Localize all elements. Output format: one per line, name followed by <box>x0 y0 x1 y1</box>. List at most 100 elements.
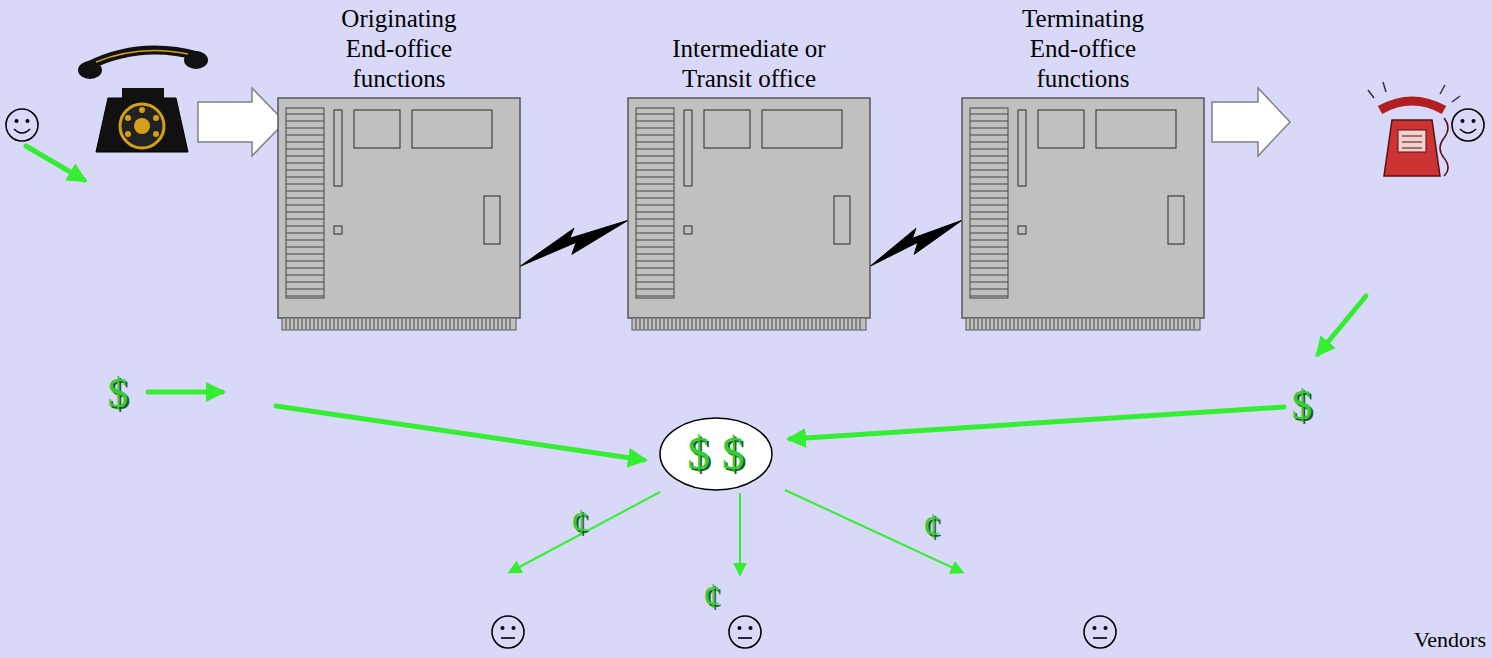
card-slot <box>286 240 324 241</box>
vent-slot <box>998 319 999 329</box>
vent-slot <box>374 319 375 329</box>
neutral-vendor-part <box>1093 637 1107 639</box>
vent-slot <box>418 319 419 329</box>
vent-slot <box>1062 319 1063 329</box>
switch-cabinet <box>962 98 1204 318</box>
card-slot <box>970 296 1008 297</box>
neutral-vendor <box>492 616 524 648</box>
vent-slot <box>648 319 649 329</box>
vent-slot <box>394 319 395 329</box>
vent-slots <box>970 319 1194 329</box>
card-slots <box>970 114 1008 296</box>
call-arrow <box>1212 88 1290 156</box>
vent-slot <box>362 319 363 329</box>
vent-slot <box>764 319 765 329</box>
vent-slot <box>788 319 789 329</box>
card-slot <box>286 142 324 143</box>
vent-slot <box>1186 319 1187 329</box>
card-slot <box>970 184 1008 185</box>
card-slot <box>636 149 674 150</box>
vent-slot <box>736 319 737 329</box>
vent-slot <box>506 319 507 329</box>
payment-arrow-part <box>148 390 222 395</box>
vent-slot <box>1158 319 1159 329</box>
happy-caller-part <box>15 119 19 123</box>
vent-slot <box>652 319 653 329</box>
vent-slot <box>310 319 311 329</box>
vent-slot <box>1146 319 1147 329</box>
card-slot <box>286 121 324 122</box>
happy-callee-part <box>1472 119 1476 123</box>
vent-slots <box>636 319 860 329</box>
panel <box>834 196 850 244</box>
vent-slot <box>744 319 745 329</box>
ringing-phone <box>1368 82 1460 176</box>
vent-slot <box>1150 319 1151 329</box>
vent-slot <box>676 319 677 329</box>
ringing-phone-part <box>1402 136 1422 148</box>
happy-caller-part <box>6 109 38 141</box>
panel <box>704 110 750 148</box>
card-slot <box>970 156 1008 157</box>
card-slot <box>286 114 324 115</box>
payment-arrow-part <box>26 146 84 180</box>
card-slot <box>286 254 324 255</box>
card-slot <box>636 163 674 164</box>
vent-slot <box>728 319 729 329</box>
vent-slot <box>482 319 483 329</box>
vent-slot <box>994 319 995 329</box>
card-slot <box>970 268 1008 269</box>
panel <box>1168 196 1184 244</box>
vent-slot <box>286 319 287 329</box>
happy-caller-part <box>26 119 30 123</box>
switch-vent <box>632 318 866 330</box>
vent-slot <box>688 319 689 329</box>
vent-slot <box>1166 319 1167 329</box>
panel <box>1038 110 1084 148</box>
card-slot <box>286 233 324 234</box>
neutral-vendor-part <box>1084 616 1116 648</box>
office-heading: Originating End-office functions <box>324 4 474 94</box>
vent-slot <box>1118 319 1119 329</box>
vent-slot <box>1190 319 1191 329</box>
card-slot <box>970 142 1008 143</box>
vent-slot <box>780 319 781 329</box>
vent-slot <box>334 319 335 329</box>
card-slot <box>970 219 1008 220</box>
switch-drawing <box>278 98 520 334</box>
vent-slot <box>414 319 415 329</box>
vent-slot <box>462 319 463 329</box>
neutral-vendor-part <box>1104 626 1108 630</box>
switch-cabinet <box>278 98 520 318</box>
vent-slot <box>1154 319 1155 329</box>
rotary-phone-part <box>122 88 164 100</box>
pool-content: $ $ <box>659 417 773 491</box>
payment-arrow-part <box>1318 296 1366 354</box>
card-slot <box>286 149 324 150</box>
vent-slot <box>656 319 657 329</box>
card-slot <box>636 282 674 283</box>
vent-slot <box>982 319 983 329</box>
switch-drawing <box>962 98 1204 334</box>
rotary-phone-part <box>96 98 188 152</box>
panel <box>1096 110 1176 148</box>
card-slot <box>286 156 324 157</box>
vent-slot <box>820 319 821 329</box>
card-slot <box>970 261 1008 262</box>
panel <box>684 226 692 234</box>
vent-slot <box>314 319 315 329</box>
vent-slot <box>358 319 359 329</box>
vent-slot <box>1178 319 1179 329</box>
rotary-phone-part <box>78 61 102 79</box>
switch-office: Intermediate or Transit office <box>628 98 870 334</box>
vent-slot <box>692 319 693 329</box>
vent-slot <box>350 319 351 329</box>
vent-slot <box>1138 319 1139 329</box>
vent-slot <box>724 319 725 329</box>
vent-slot <box>370 319 371 329</box>
vent-slot <box>398 319 399 329</box>
vent-slot <box>664 319 665 329</box>
vent-slot <box>828 319 829 329</box>
vent-slot <box>354 319 355 329</box>
vent-slot <box>848 319 849 329</box>
